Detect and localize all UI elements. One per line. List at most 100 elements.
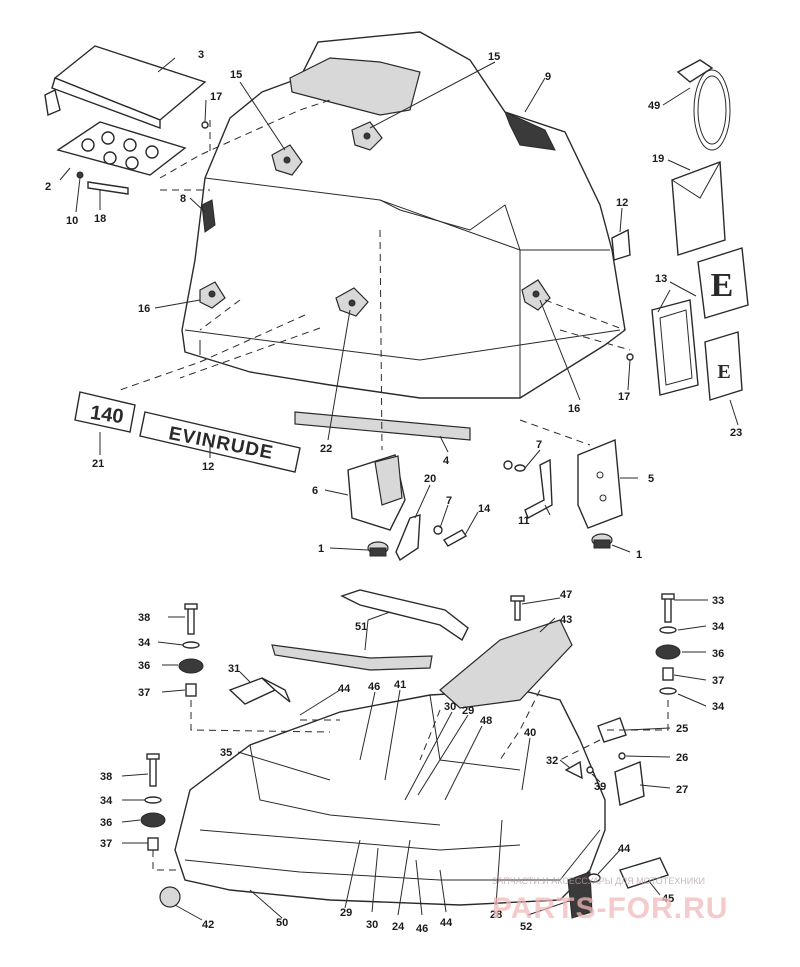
leader-lines: [59, 57, 739, 921]
label-29-lower: 29: [340, 907, 352, 919]
label-15-right: 15: [488, 51, 500, 63]
label-20: 20: [424, 473, 436, 485]
label-44-lower: 44: [440, 917, 453, 929]
label-7-top: 7: [536, 439, 542, 451]
handle-31: [228, 677, 291, 705]
shield-43: [439, 619, 573, 709]
emblem-decal-23: E: [704, 331, 743, 401]
washer-34-right-upper: [659, 626, 677, 634]
lever-20: [395, 514, 421, 562]
label-17-side: 17: [618, 391, 630, 403]
intake-gasket: [56, 121, 187, 176]
label-38-lower: 38: [100, 771, 112, 783]
label-13: 13: [655, 273, 667, 285]
label-36-lower: 36: [100, 817, 112, 829]
label-37-lower: 37: [100, 838, 112, 850]
label-27: 27: [676, 784, 688, 796]
label-21: 21: [92, 458, 104, 470]
brand-decal-12: EVINRUDE: [139, 411, 301, 473]
label-34-right-upper: 34: [712, 621, 725, 633]
watermark: ЗАПЧАСТИ И АКСЕССУАРЫ ДЛЯ МОТОТЕХНИКИ PA…: [492, 876, 728, 925]
bolt-33-right: [661, 593, 675, 623]
label-41: 41: [394, 679, 406, 691]
label-32: 32: [546, 755, 558, 767]
clip-15-left: [271, 144, 303, 176]
label-1-right: 1: [636, 549, 642, 561]
label-50: 50: [276, 917, 288, 929]
bracket-27: [614, 761, 645, 806]
label-29-upper: 29: [462, 705, 474, 717]
screw-26: [618, 752, 626, 760]
emblem-letter-small: E: [717, 361, 730, 383]
grommet-1-right: [591, 533, 613, 549]
label-16-left: 16: [138, 303, 150, 315]
screw-39: [586, 766, 594, 774]
nut-44-small: [587, 873, 601, 883]
label-26: 26: [676, 752, 688, 764]
air-intake-cover: [44, 45, 207, 130]
sleeve-37-left: [185, 683, 197, 697]
bolt-38-left: [184, 603, 198, 635]
watermark-logo: PARTS-FOR.RU: [492, 892, 728, 925]
part-labels: 3 15 15 9 49 17 2 10 18 8 19 12 13 16 16…: [45, 49, 742, 935]
emblem-decal-e: E: [697, 247, 749, 319]
engine-cover-lower: [174, 689, 606, 906]
bolt-38-lower: [146, 753, 160, 787]
label-28: 28: [490, 909, 502, 921]
label-15-left: 15: [230, 69, 242, 81]
label-33: 33: [712, 595, 724, 607]
sleeve-37-lower: [147, 837, 159, 851]
label-12-decal: 12: [202, 461, 214, 473]
label-51: 51: [355, 621, 367, 633]
engine-cover-upper: [181, 31, 626, 399]
label-52: 52: [520, 921, 532, 933]
kit-bag-19: [671, 161, 726, 256]
model-number-text: 140: [89, 402, 125, 428]
mount-36-lower: [140, 812, 166, 828]
label-34-lower: 34: [100, 795, 113, 807]
label-14: 14: [478, 503, 491, 515]
watermark-caption: ЗАПЧАСТИ И АКСЕССУАРЫ ДЛЯ МОТОТЕХНИКИ: [492, 876, 705, 886]
label-5: 5: [648, 473, 654, 485]
label-38-upper: 38: [138, 612, 150, 624]
label-31: 31: [228, 663, 240, 675]
label-42: 42: [202, 919, 214, 931]
handle-45: [619, 857, 669, 889]
washer-34-right-lower: [659, 687, 677, 695]
clip-16-right: [521, 279, 551, 311]
label-1-left: 1: [318, 543, 324, 555]
emblem-letter: E: [711, 267, 734, 304]
label-48: 48: [480, 715, 492, 727]
label-47: 47: [560, 589, 572, 601]
label-37-left: 37: [138, 687, 150, 699]
label-18: 18: [94, 213, 106, 225]
label-34-left: 34: [138, 637, 151, 649]
washer-34-lower: [144, 796, 162, 804]
label-10: 10: [66, 215, 78, 227]
seal-8: [201, 199, 216, 233]
sleeve-37-right: [662, 667, 674, 681]
label-30-upper: 30: [444, 701, 456, 713]
label-45: 45: [662, 893, 674, 905]
label-36-right: 36: [712, 648, 724, 660]
label-46-lower: 46: [416, 923, 428, 935]
label-35: 35: [220, 747, 232, 759]
emblem-plate-13: [651, 299, 699, 396]
seal-strip-18: [87, 181, 129, 195]
clip-15-right: [351, 121, 383, 151]
label-12-side: 12: [616, 197, 628, 209]
latch-plate-5: [577, 438, 623, 529]
screw-47: [510, 595, 525, 621]
label-4: 4: [443, 455, 450, 467]
label-46-upper: 46: [368, 681, 380, 693]
screw-10: [76, 171, 84, 179]
clip-32: [564, 760, 583, 780]
latch-bracket-6: [347, 454, 406, 531]
mount-36-right: [655, 644, 681, 660]
label-11: 11: [518, 515, 530, 527]
label-36-left: 36: [138, 660, 150, 672]
label-16-right: 16: [568, 403, 580, 415]
label-7-mid: 7: [446, 495, 452, 507]
label-24: 24: [392, 921, 405, 933]
